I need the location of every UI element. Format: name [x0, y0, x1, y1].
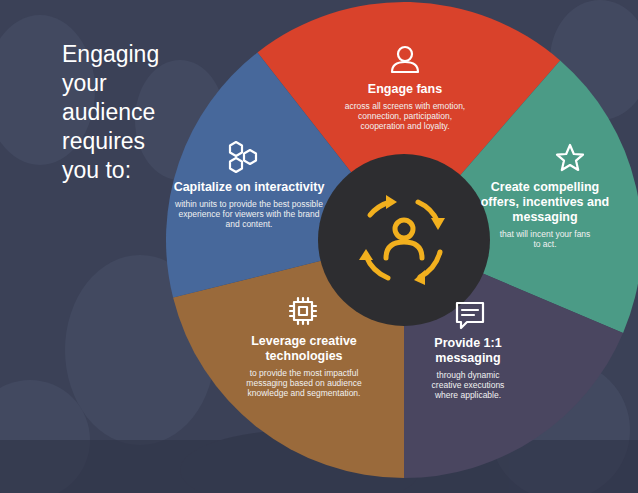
cycle-arrow: [420, 252, 440, 277]
segment-heading: Leverage creative technologies: [229, 334, 379, 364]
segment-description: within units to provide the best possibl…: [174, 199, 324, 229]
segment-description: that will incent your fans to act.: [499, 229, 591, 249]
icon-part: [398, 47, 412, 61]
center-icon: [366, 202, 440, 278]
icon-part: [462, 310, 478, 315]
cycle-arrowheads: [359, 195, 445, 285]
wedge: [404, 240, 623, 478]
wedge: [173, 240, 404, 478]
hexagons-icon: [230, 142, 256, 172]
wedge: [404, 60, 638, 333]
pie-segment: Capitalize on interactivity within units …: [171, 180, 327, 229]
face: [65, 255, 215, 445]
person-head: [395, 220, 413, 238]
arrowhead: [386, 195, 397, 209]
wedge: [166, 52, 404, 297]
segment-heading: Capitalize on interactivity: [171, 180, 327, 195]
icon-part: [392, 62, 418, 72]
icon-part: [299, 307, 307, 315]
center-circle: [318, 154, 490, 326]
icon-part: [294, 302, 312, 320]
cycle-arrow: [366, 256, 388, 278]
shadow: [180, 430, 420, 493]
icon-part: [230, 158, 242, 172]
chip-icon: [290, 298, 316, 324]
pie-segment: Engage fans across all screens with emoti…: [335, 82, 475, 131]
cycle-arrow: [418, 202, 438, 222]
segment-description: through dynamic creative executions wher…: [423, 370, 513, 400]
icon-part: [230, 142, 242, 156]
person-icon: [392, 47, 418, 72]
icon-part: [290, 298, 316, 324]
segment-description: to provide the most impactful messaging …: [242, 368, 367, 398]
page-title: Engaging your audience requires you to:: [62, 40, 166, 185]
icon-part: [244, 150, 256, 164]
face: [550, 0, 638, 120]
arrowhead: [359, 249, 373, 260]
pie-segment: Provide 1:1 messaging through dynamic cre…: [412, 336, 524, 400]
pie-segment: Create compelling offers, incentives and…: [475, 180, 615, 249]
arrowhead: [431, 218, 445, 230]
chat-icon: [457, 303, 483, 328]
title-box: Engaging your audience requires you to:: [62, 40, 166, 185]
icon-part: [457, 303, 483, 328]
segment-heading: Provide 1:1 messaging: [412, 336, 524, 366]
crowd-shadows: [0, 430, 638, 493]
segment-heading: Create compelling offers, incentives and…: [475, 180, 615, 225]
arrowhead: [414, 270, 425, 285]
star-icon: [557, 145, 583, 170]
cycle-arrow: [370, 202, 390, 215]
segment-heading: Engage fans: [335, 82, 475, 97]
segment-description: across all screens with emotion, connect…: [344, 101, 466, 131]
pie-segment: Leverage creative technologies to provide…: [229, 334, 379, 398]
person-body: [386, 242, 422, 258]
